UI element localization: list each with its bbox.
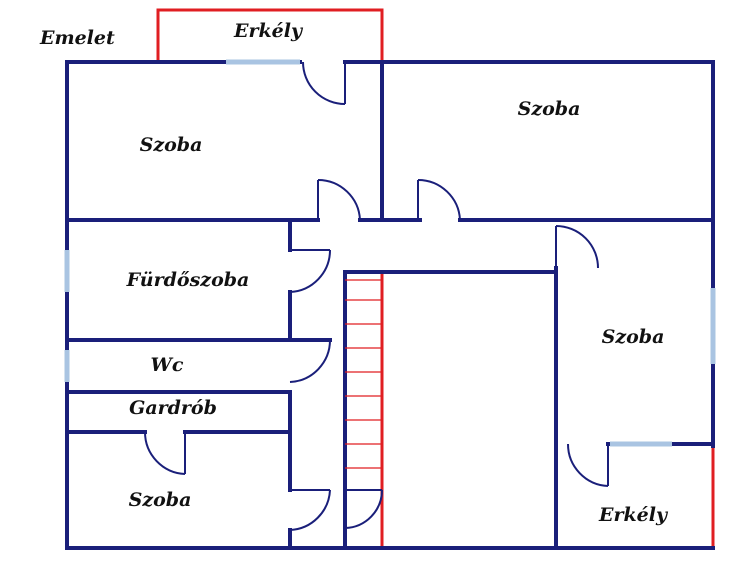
interior-walls [65, 60, 715, 550]
label-balcony-top: Erkély [233, 20, 304, 42]
balcony-top-outline [156, 8, 384, 62]
windows [64, 59, 716, 447]
label-wc: Wc [151, 354, 184, 376]
floor-title: Emelet [39, 27, 115, 49]
label-wardrobe: Gardrób [129, 397, 217, 419]
label-bathroom: Fürdőszoba [126, 269, 250, 291]
label-room-bottom-left: Szoba [129, 489, 192, 511]
label-room-top-right: Szoba [518, 98, 581, 120]
label-room-right: Szoba [602, 326, 665, 348]
label-room-top-left: Szoba [140, 134, 203, 156]
label-balcony-bottom: Erkély [598, 504, 669, 526]
outer-walls [65, 60, 715, 550]
staircase-steps [345, 279, 382, 469]
doors [143, 61, 609, 531]
